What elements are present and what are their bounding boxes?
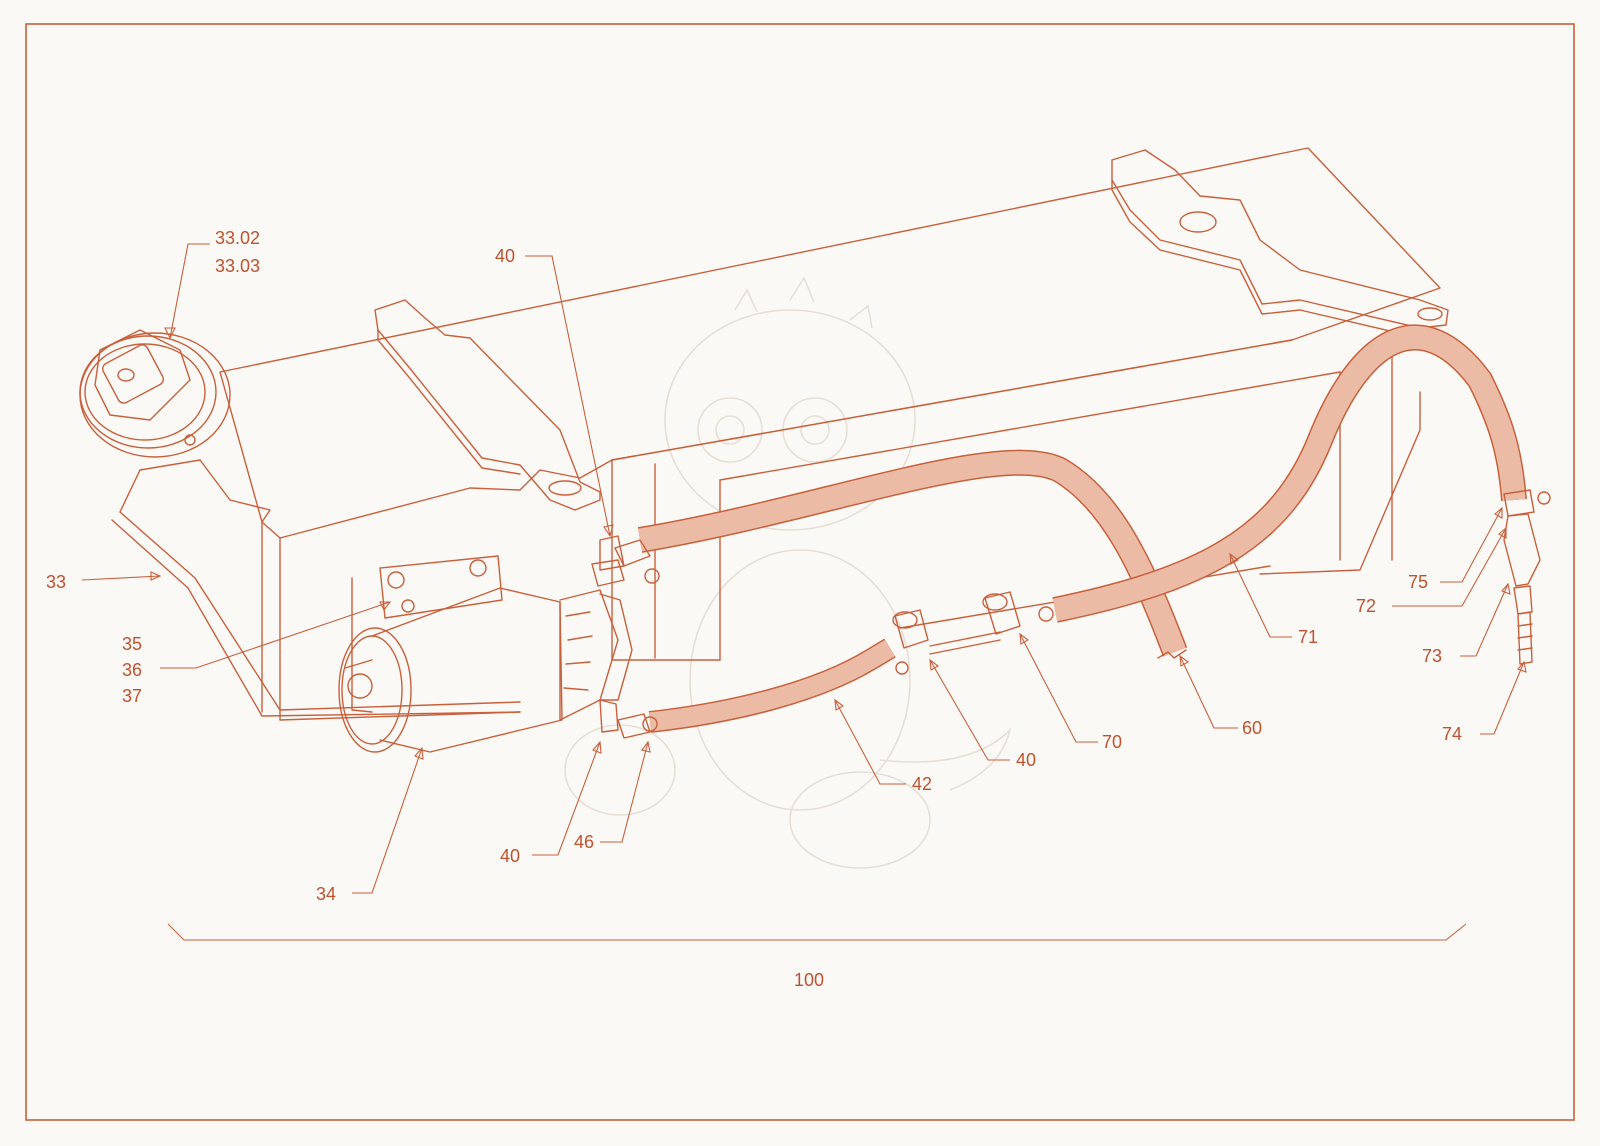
fittings — [614, 539, 1054, 739]
callout-60: 60 — [1242, 718, 1262, 738]
watermark-figure — [564, 276, 1012, 869]
callout-35: 35 — [122, 634, 142, 654]
callout-37: 37 — [122, 686, 142, 706]
callout-40-top: 40 — [495, 246, 515, 266]
left-bracket — [374, 299, 601, 511]
callout-46: 46 — [574, 832, 594, 852]
callout-33-03: 33.03 — [215, 256, 260, 276]
pump-motor — [338, 535, 633, 753]
callout-100: 100 — [794, 970, 824, 990]
hose-42 — [648, 638, 896, 733]
callout-40-bottom: 40 — [500, 846, 520, 866]
hose-71 — [1052, 324, 1527, 623]
callout-71: 71 — [1298, 627, 1318, 647]
callout-33-02: 33.02 — [215, 228, 260, 248]
callout-70: 70 — [1102, 732, 1122, 752]
tank — [111, 147, 1441, 721]
leader-lines — [81, 243, 1527, 941]
drawing-frame — [25, 23, 1575, 1121]
callout-33: 33 — [46, 572, 66, 592]
pipe-line — [929, 631, 1001, 655]
callout-73: 73 — [1422, 646, 1442, 666]
nozzle-assembly — [1503, 489, 1551, 665]
callout-42: 42 — [912, 774, 932, 794]
filler-cap — [79, 329, 231, 458]
callout-36: 36 — [122, 660, 142, 680]
callout-72: 72 — [1356, 596, 1376, 616]
right-bracket — [1111, 149, 1449, 339]
callout-75: 75 — [1408, 572, 1428, 592]
callout-40-mid: 40 — [1016, 750, 1036, 770]
hose-60 — [637, 449, 1188, 659]
callout-labels: 33.02 33.03 40 33 35 36 37 34 40 46 42 4… — [46, 228, 1462, 990]
callout-34: 34 — [316, 884, 336, 904]
callout-74: 74 — [1442, 724, 1462, 744]
